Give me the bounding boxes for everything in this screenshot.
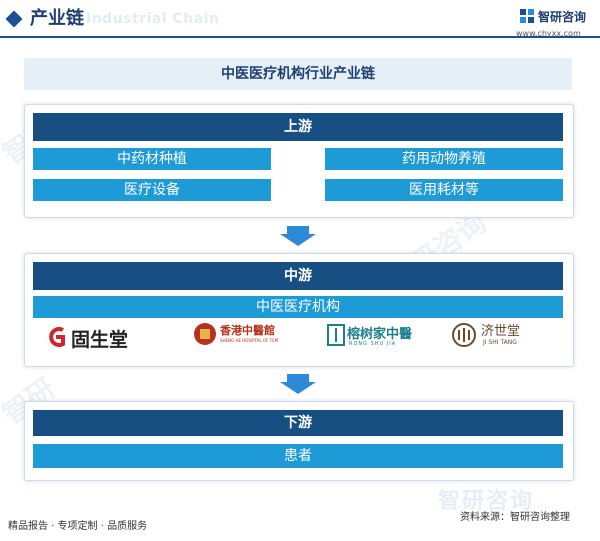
brand-logo-icon — [520, 9, 534, 23]
gushengtang-icon — [49, 327, 65, 347]
midstream-panel: 中游 中医医疗机构 固生堂 香港中醫館 SHENG HE HOSPITAL OF… — [24, 253, 574, 367]
jishitang-icon — [452, 323, 476, 347]
logo-subtext: RONG SHU JIA — [349, 341, 397, 347]
shenghe-logo: 香港中醫館 SHENG HE HOSPITAL OF TCM — [193, 320, 303, 352]
logo-text: 榕树家中醫 — [347, 327, 413, 342]
logo-text: 济世堂 — [481, 324, 521, 339]
upstream-item: 药用动物养殖 — [325, 148, 563, 170]
upstream-item: 医疗设备 — [33, 179, 271, 201]
downstream-panel: 下游 患者 — [24, 401, 574, 481]
header-watermark: Industrial Chain — [86, 11, 220, 27]
logo-subtext: SHENG HE HOSPITAL OF TCM — [220, 338, 279, 343]
downstream-item: 患者 — [33, 444, 563, 468]
gushengtang-logo: 固生堂 — [47, 324, 157, 351]
page-title: 产业链 — [30, 8, 84, 29]
diagram-title: 中医医疗机构行业产业链 — [24, 58, 572, 90]
down-arrow-icon — [280, 234, 316, 246]
source-note: 资料来源：智研咨询整理 — [460, 512, 570, 523]
logo-text: 固生堂 — [71, 329, 129, 351]
jishitang-logo: 济世堂 JI SHI TANG — [451, 318, 551, 352]
upstream-item: 中药材种植 — [33, 148, 271, 170]
diamond-icon — [5, 10, 23, 28]
rongshujia-icon — [327, 324, 345, 346]
rongshujia-logo: 榕树家中醫 RONG SHU JIA — [327, 320, 427, 352]
upstream-item: 医用耗材等 — [325, 179, 563, 201]
midstream-subtitle: 中医医疗机构 — [33, 296, 563, 318]
down-arrow-icon — [280, 382, 316, 394]
flow-arrow-stem — [287, 226, 309, 234]
logo-text: 香港中醫館 — [220, 324, 275, 337]
flow-arrow-stem — [287, 374, 309, 382]
midstream-title: 中游 — [33, 262, 563, 290]
downstream-title: 下游 — [33, 410, 563, 436]
brand-name: 智研咨询 — [538, 10, 587, 24]
logo-subtext: JI SHI TANG — [483, 339, 517, 346]
footer-watermark: 智研咨询 — [438, 489, 535, 514]
footer-slogan: 精品报告 · 专项定制 · 品质服务 — [8, 521, 148, 532]
brand-url[interactable]: www.chyxx.com — [516, 29, 581, 38]
upstream-title: 上游 — [33, 113, 563, 141]
shenghe-icon — [194, 323, 216, 345]
upstream-panel: 上游 中药材种植 药用动物养殖 医疗设备 医用耗材等 — [24, 104, 574, 218]
header-divider — [0, 36, 600, 38]
